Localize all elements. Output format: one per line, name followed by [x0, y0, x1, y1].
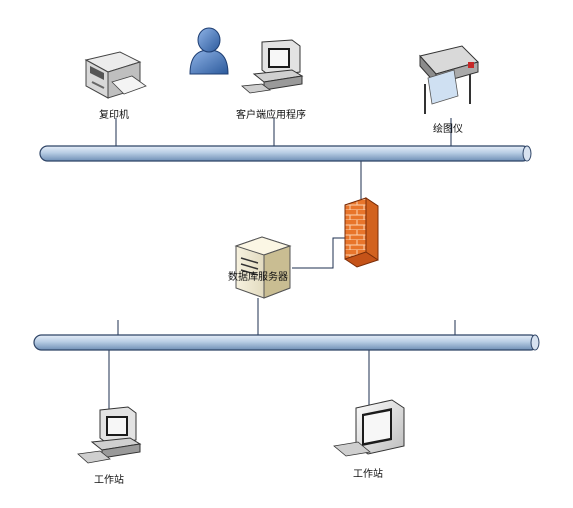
user-icon: [189, 27, 229, 75]
firewall-server-link: [292, 237, 345, 269]
bottom-network-bus: [33, 334, 540, 351]
workstation-right-icon: [333, 399, 405, 457]
database-server-icon: [234, 236, 292, 299]
db-server-label: 数据库服务器: [228, 272, 288, 283]
plotter-icon: [419, 45, 479, 114]
workstation-right-label: 工作站: [353, 469, 383, 480]
workstation-left-icon: [77, 406, 142, 464]
copier-label: 复印机: [99, 110, 129, 121]
plotter-label: 绘图仪: [433, 124, 463, 135]
top-network-bus: [39, 145, 532, 162]
workstation-left-label: 工作站: [94, 475, 124, 486]
firewall-icon: [344, 197, 379, 268]
client-app-label: 客户端应用程序: [236, 110, 306, 121]
copier-icon: [84, 51, 147, 99]
client-computer-icon: [241, 39, 304, 94]
